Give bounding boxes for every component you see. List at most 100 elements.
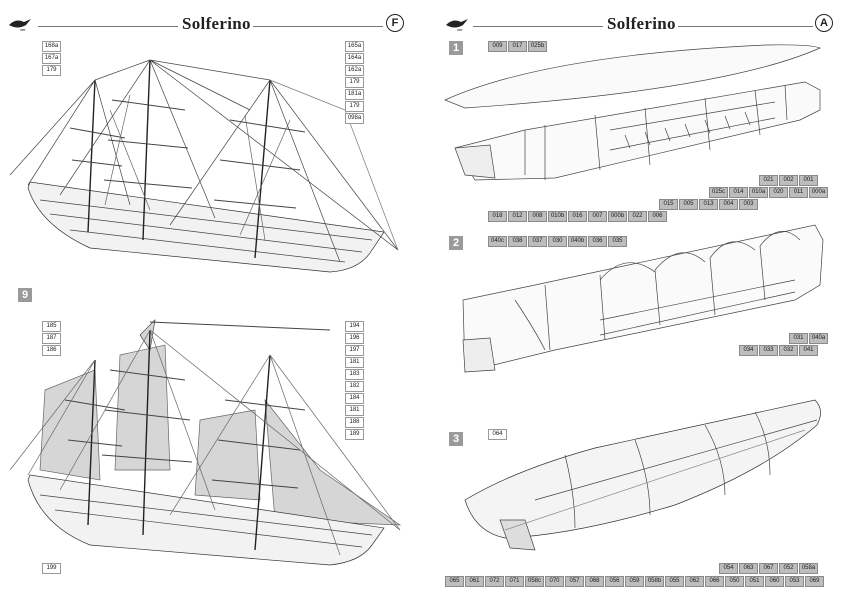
- header-rule: [473, 26, 603, 27]
- part-label: 009: [488, 41, 507, 52]
- part-label: 055: [665, 576, 684, 587]
- part-label: 057: [565, 576, 584, 587]
- part-label: 061: [465, 576, 484, 587]
- part-label: 037: [528, 236, 547, 247]
- part-label: 070: [545, 576, 564, 587]
- part-label: 065: [445, 576, 464, 587]
- part-label: 036: [588, 236, 607, 247]
- part-label: 040a: [809, 333, 828, 344]
- part-label: 007: [588, 211, 607, 222]
- part-label: 059: [625, 576, 644, 587]
- part-label: 006: [648, 211, 667, 222]
- part-label: 034: [739, 345, 758, 356]
- part-label: 066: [705, 576, 724, 587]
- part-label: 185: [42, 321, 61, 332]
- part-label: 194: [345, 321, 364, 332]
- part-label: 167a: [42, 53, 61, 64]
- part-label: 002: [779, 175, 798, 186]
- part-label: 181: [345, 405, 364, 416]
- part-label: 072: [485, 576, 504, 587]
- part-label: 183: [345, 369, 364, 380]
- header-rule: [38, 26, 178, 27]
- left-page: ver Solferino F 168a 167a 179 165a 164a …: [9, 14, 404, 574]
- assembly-drawings: [444, 44, 824, 551]
- right-page: ver Solferino A 1 2 3 009 017 025b 021 0…: [425, 0, 850, 601]
- part-label: 010b: [548, 211, 567, 222]
- page-letter-badge: F: [386, 14, 404, 32]
- part-label: 058c: [525, 576, 544, 587]
- part-label: 016: [568, 211, 587, 222]
- part-label: 179: [345, 77, 364, 88]
- part-label: 181a: [345, 89, 364, 100]
- part-label: 179: [345, 101, 364, 112]
- part-label: 003: [739, 199, 758, 210]
- part-label: 054: [719, 563, 738, 574]
- part-label: 168a: [42, 41, 61, 52]
- part-label: 032: [779, 345, 798, 356]
- part-label: 011: [789, 187, 808, 198]
- part-label: 031: [789, 333, 808, 344]
- part-label: 000a: [809, 187, 828, 198]
- part-label: 164a: [345, 53, 364, 64]
- header-rule: [678, 26, 813, 27]
- part-label: 013: [699, 199, 718, 210]
- part-label: 030: [548, 236, 567, 247]
- logo-text: ver: [20, 27, 26, 32]
- part-label: 058a: [799, 563, 818, 574]
- part-label: 186: [42, 345, 61, 356]
- part-label: 050: [725, 576, 744, 587]
- part-label: 025c: [709, 187, 728, 198]
- upper-ship-drawing: [9, 59, 399, 273]
- part-label: 199: [42, 563, 61, 574]
- part-label: 035: [608, 236, 627, 247]
- swallow-logo-icon: ver: [446, 19, 468, 32]
- part-label: 022: [628, 211, 647, 222]
- part-label: 060: [765, 576, 784, 587]
- page-title: Solferino: [607, 14, 676, 33]
- part-label: 021: [759, 175, 778, 186]
- part-label: 020: [769, 187, 788, 198]
- part-label: 040c: [488, 236, 507, 247]
- part-label: 004: [719, 199, 738, 210]
- part-label: 012: [508, 211, 527, 222]
- part-label: 071: [505, 576, 524, 587]
- header-rule: [253, 26, 383, 27]
- part-label: 001: [799, 175, 818, 186]
- part-label: 056: [605, 576, 624, 587]
- part-label: 025b: [528, 41, 547, 52]
- part-label: 058b: [645, 576, 664, 587]
- part-label: 182: [345, 381, 364, 392]
- part-label: 196: [345, 333, 364, 344]
- part-label: 165a: [345, 41, 364, 52]
- part-label: 052: [779, 563, 798, 574]
- page-letter-badge: A: [815, 14, 833, 32]
- part-label: 040b: [568, 236, 587, 247]
- part-label: 062: [685, 576, 704, 587]
- part-label: 033: [759, 345, 778, 356]
- part-label: 188: [345, 417, 364, 428]
- part-label: 189: [345, 429, 364, 440]
- part-label: 008: [528, 211, 547, 222]
- part-label: 014: [729, 187, 748, 198]
- part-label: 064: [488, 429, 507, 440]
- part-label: 041: [799, 345, 818, 356]
- step-number-badge: 3: [449, 432, 463, 446]
- part-label: 010a: [749, 187, 768, 198]
- step-number-badge: 9: [18, 288, 32, 302]
- part-label: 179: [42, 65, 61, 76]
- part-label: 000b: [608, 211, 627, 222]
- part-label: 067: [759, 563, 778, 574]
- step-number-badge: 1: [449, 41, 463, 55]
- part-label: 017: [508, 41, 527, 52]
- part-label: 015: [659, 199, 678, 210]
- part-label: 184: [345, 393, 364, 404]
- part-label: 187: [42, 333, 61, 344]
- part-label: 098a: [345, 113, 364, 124]
- part-label: 068: [585, 576, 604, 587]
- lower-ship-drawing: [9, 318, 402, 566]
- part-label: 162a: [345, 65, 364, 76]
- part-label: 063: [739, 563, 758, 574]
- part-label: 051: [745, 576, 764, 587]
- swallow-logo-icon: ver: [9, 19, 31, 32]
- part-label: 053: [785, 576, 804, 587]
